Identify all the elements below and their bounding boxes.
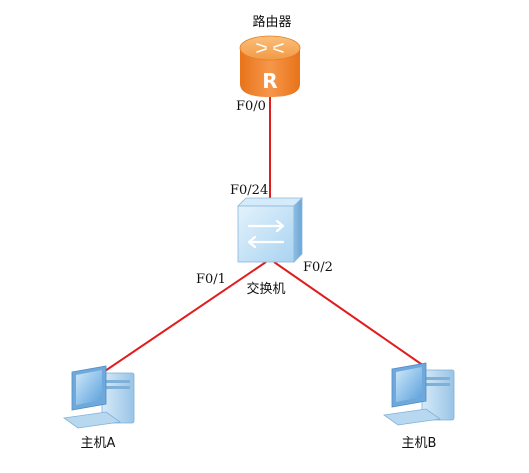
links (104, 96, 425, 372)
link-switch-host-a (104, 261, 267, 372)
router-node[interactable]: R 路由器 (239, 14, 301, 97)
port-label-switch-f0-1: F0/1 (196, 272, 226, 287)
host-b-node[interactable]: 主机B (382, 362, 455, 451)
port-label-switch-f0-2: F0/2 (303, 260, 333, 275)
host-b-label: 主机B (402, 436, 437, 451)
switch-node[interactable]: 交换机 (237, 197, 303, 297)
router-icon: R (239, 35, 301, 97)
router-label: 路由器 (252, 14, 291, 30)
switch-icon (237, 197, 303, 263)
host-a-label: 主机A (81, 436, 116, 451)
desktop-computer-icon (382, 362, 455, 426)
link-switch-host-b (273, 261, 425, 367)
svg-text:R: R (262, 69, 277, 93)
port-label-router-f0-0: F0/0 (236, 99, 266, 114)
host-a-node[interactable]: 主机A (62, 365, 135, 451)
switch-label: 交换机 (246, 281, 285, 297)
port-label-switch-f0-24: F0/24 (230, 183, 268, 198)
desktop-computer-icon (62, 365, 135, 429)
